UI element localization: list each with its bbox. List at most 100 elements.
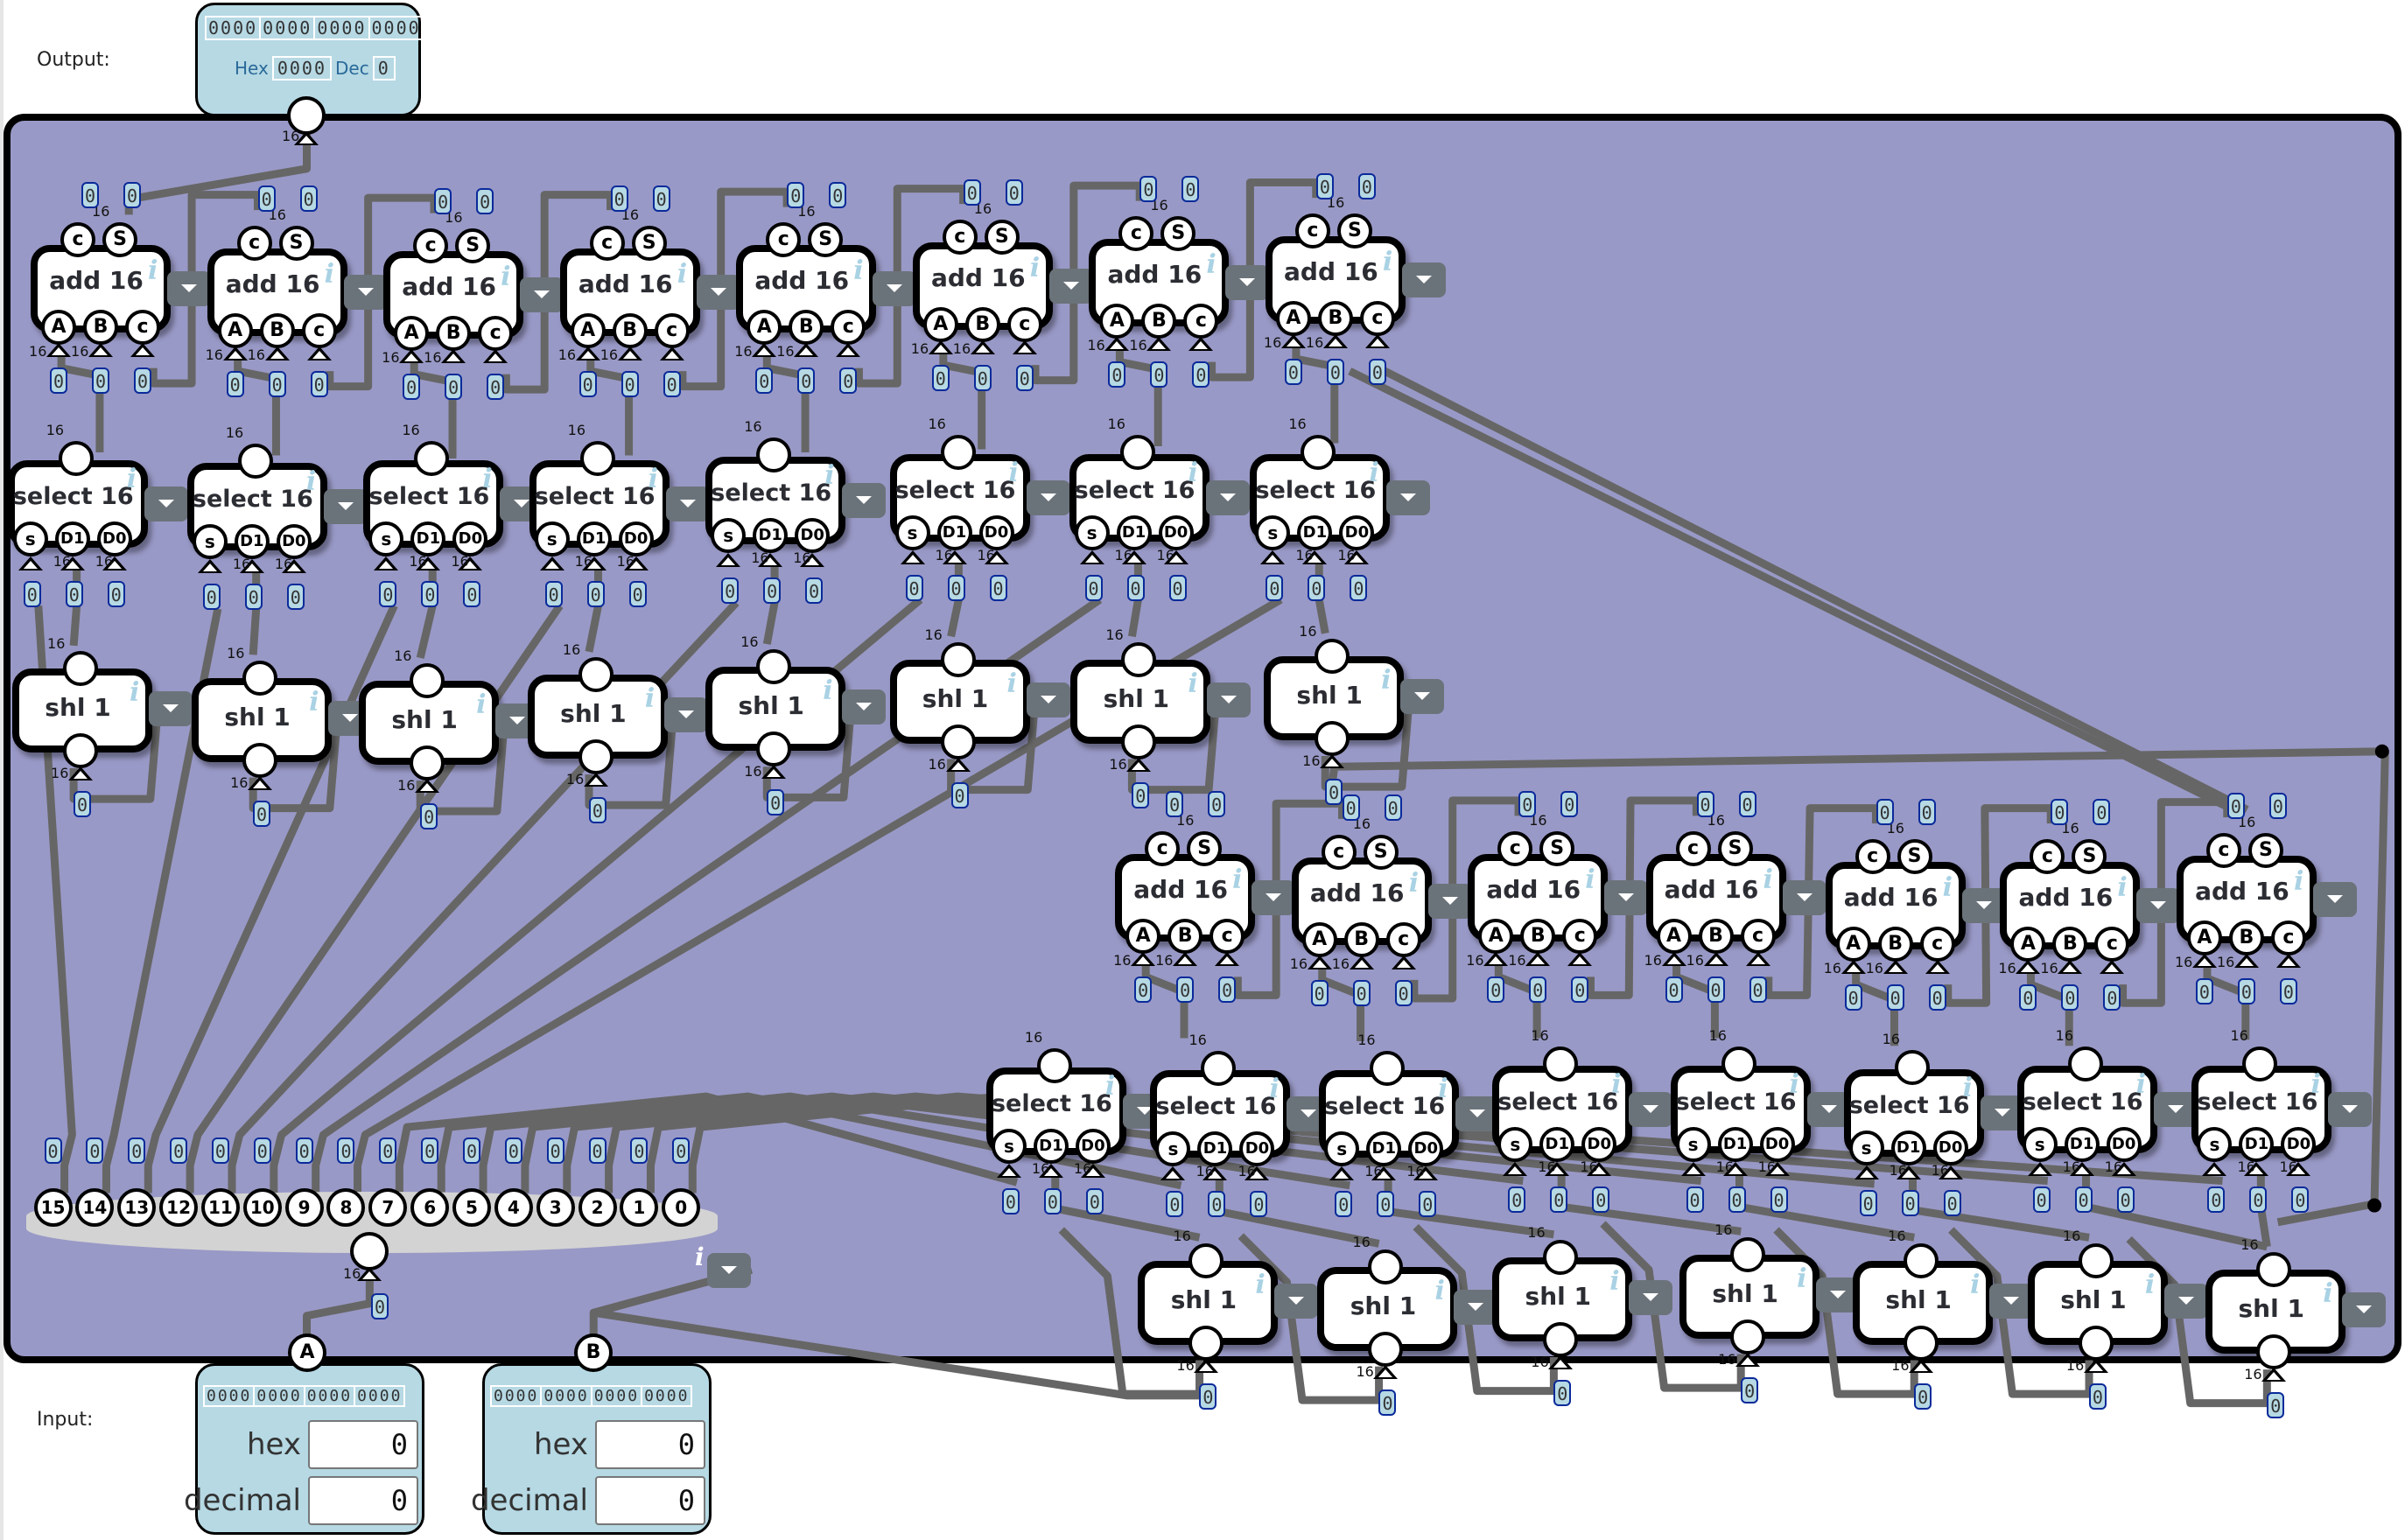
pin-output[interactable]: [63, 651, 99, 687]
pin-carry-out[interactable]: c: [1497, 831, 1533, 867]
pin-input-A[interactable]: A: [2186, 920, 2222, 956]
pin-D0[interactable]: D0: [618, 521, 654, 556]
pin-input-c[interactable]: c: [2270, 920, 2306, 956]
input-b-bits[interactable]: 0000 0000 0000 0000: [490, 1385, 693, 1407]
info-icon[interactable]: i: [1188, 668, 1198, 699]
component-dropdown-button[interactable]: [2342, 1292, 2387, 1328]
pin-output[interactable]: [1368, 1249, 1404, 1284]
splitter-dropdown-button[interactable]: [707, 1253, 751, 1288]
component-dropdown-button[interactable]: [323, 489, 368, 525]
pin-D0[interactable]: D0: [1581, 1127, 1617, 1163]
pin-sum[interactable]: S: [1336, 213, 1372, 248]
info-icon[interactable]: i: [648, 463, 659, 494]
pin-input-B[interactable]: B: [1343, 921, 1379, 957]
pin-D1[interactable]: D1: [1539, 1127, 1575, 1163]
info-icon[interactable]: i: [644, 683, 656, 715]
pin-carry-out[interactable]: c: [236, 225, 272, 261]
info-icon[interactable]: i: [823, 676, 833, 707]
component-dropdown-button[interactable]: [1816, 1277, 1861, 1312]
pin-input-c[interactable]: c: [1359, 300, 1395, 336]
pin-carry-out[interactable]: c: [60, 222, 96, 258]
pin-D0[interactable]: D0: [1075, 1128, 1111, 1164]
component-dropdown-button[interactable]: [1205, 480, 1250, 515]
component-dropdown-button[interactable]: [1252, 880, 1296, 916]
pin-carry-out[interactable]: c: [1855, 838, 1890, 874]
pin-D0[interactable]: D0: [1158, 514, 1194, 550]
info-icon[interactable]: i: [853, 256, 864, 287]
pin-sum[interactable]: S: [2247, 832, 2283, 868]
pin-D1[interactable]: D1: [936, 514, 972, 550]
splitter-bit-pin[interactable]: 8: [326, 1188, 366, 1228]
info-icon[interactable]: i: [1763, 864, 1773, 896]
pin-D0[interactable]: D0: [452, 521, 488, 556]
component-dropdown-button[interactable]: [1026, 682, 1070, 718]
info-icon[interactable]: i: [1797, 1263, 1807, 1294]
info-icon[interactable]: i: [476, 690, 487, 721]
component-dropdown-button[interactable]: [149, 691, 193, 727]
pin-input-A[interactable]: A: [394, 316, 430, 352]
pin-s[interactable]: s: [1074, 514, 1110, 550]
splitter-bit-pin[interactable]: 1: [620, 1188, 659, 1228]
pin-D1[interactable]: D1: [1116, 514, 1152, 550]
component-dropdown-button[interactable]: [1806, 1092, 1851, 1128]
info-icon[interactable]: i: [1609, 1266, 1620, 1298]
pin-sum[interactable]: S: [1717, 831, 1753, 867]
pin-input-A[interactable]: A: [1656, 919, 1692, 955]
pin-sum[interactable]: S: [1363, 834, 1399, 870]
input-pin-b[interactable]: B: [574, 1334, 613, 1372]
pin-sum[interactable]: S: [1187, 831, 1223, 867]
pin-s[interactable]: s: [1155, 1131, 1191, 1167]
pin-input-c[interactable]: c: [1919, 926, 1955, 962]
pin-output[interactable]: [1188, 1242, 1224, 1278]
splitter-bit-pin[interactable]: 11: [200, 1188, 240, 1228]
input-nibble[interactable]: 0000: [305, 1387, 356, 1405]
info-icon[interactable]: i: [2135, 1069, 2147, 1101]
pin-s[interactable]: s: [711, 518, 747, 554]
pin-output[interactable]: [1721, 1046, 1756, 1082]
info-icon[interactable]: i: [2293, 865, 2304, 897]
splitter-bit-pin[interactable]: 14: [75, 1188, 115, 1228]
pin-D1[interactable]: D1: [410, 521, 446, 556]
pin-D0[interactable]: D0: [96, 521, 132, 556]
input-pin-a[interactable]: A: [288, 1334, 326, 1372]
pin-D1[interactable]: D1: [1297, 514, 1333, 550]
splitter-bit-pin[interactable]: 3: [536, 1188, 575, 1228]
component-dropdown-button[interactable]: [1427, 883, 1472, 919]
pin-s[interactable]: s: [192, 524, 228, 560]
pin-input-c[interactable]: c: [125, 310, 161, 346]
component-dropdown-button[interactable]: [1455, 1096, 1500, 1132]
splitter-info-icon[interactable]: i: [695, 1242, 705, 1271]
component-dropdown-button[interactable]: [1048, 268, 1093, 304]
splitter-bit-pin[interactable]: 4: [494, 1188, 533, 1228]
pin-D0[interactable]: D0: [795, 518, 831, 554]
input-b-hex-field[interactable]: 0: [595, 1420, 705, 1469]
pin-output[interactable]: [579, 440, 615, 476]
info-icon[interactable]: i: [1434, 1275, 1445, 1306]
splitter-bit-pin[interactable]: 0: [662, 1188, 701, 1228]
pin-output[interactable]: [1904, 1242, 1939, 1278]
pin-output[interactable]: [756, 649, 792, 685]
pin-input-B[interactable]: B: [1317, 300, 1353, 336]
pin-input-B[interactable]: B: [436, 316, 472, 352]
pin-output[interactable]: [58, 440, 94, 476]
splitter-bit-pin[interactable]: 9: [284, 1188, 324, 1228]
component-dropdown-button[interactable]: [1629, 1092, 1673, 1128]
pin-input-B[interactable]: B: [2228, 920, 2264, 956]
pin-D0[interactable]: D0: [1239, 1131, 1275, 1167]
info-icon[interactable]: i: [2310, 1069, 2321, 1101]
pin-D1[interactable]: D1: [753, 518, 789, 554]
splitter-bit-pin[interactable]: 13: [117, 1188, 157, 1228]
component-dropdown-button[interactable]: [1961, 887, 2006, 923]
info-icon[interactable]: i: [2144, 1269, 2156, 1300]
pin-sum[interactable]: S: [1160, 216, 1196, 252]
info-icon[interactable]: i: [1942, 872, 1953, 903]
pin-sum[interactable]: S: [102, 222, 138, 258]
info-icon[interactable]: i: [482, 463, 493, 494]
component-dropdown-button[interactable]: [1400, 679, 1445, 715]
pin-D0[interactable]: D0: [2281, 1127, 2317, 1163]
component-dropdown-button[interactable]: [1989, 1283, 2034, 1319]
pin-output[interactable]: [1894, 1049, 1930, 1085]
input-nibble[interactable]: 0000: [542, 1387, 592, 1405]
pin-D0[interactable]: D0: [1339, 514, 1375, 550]
pin-input-c[interactable]: c: [1385, 921, 1421, 957]
